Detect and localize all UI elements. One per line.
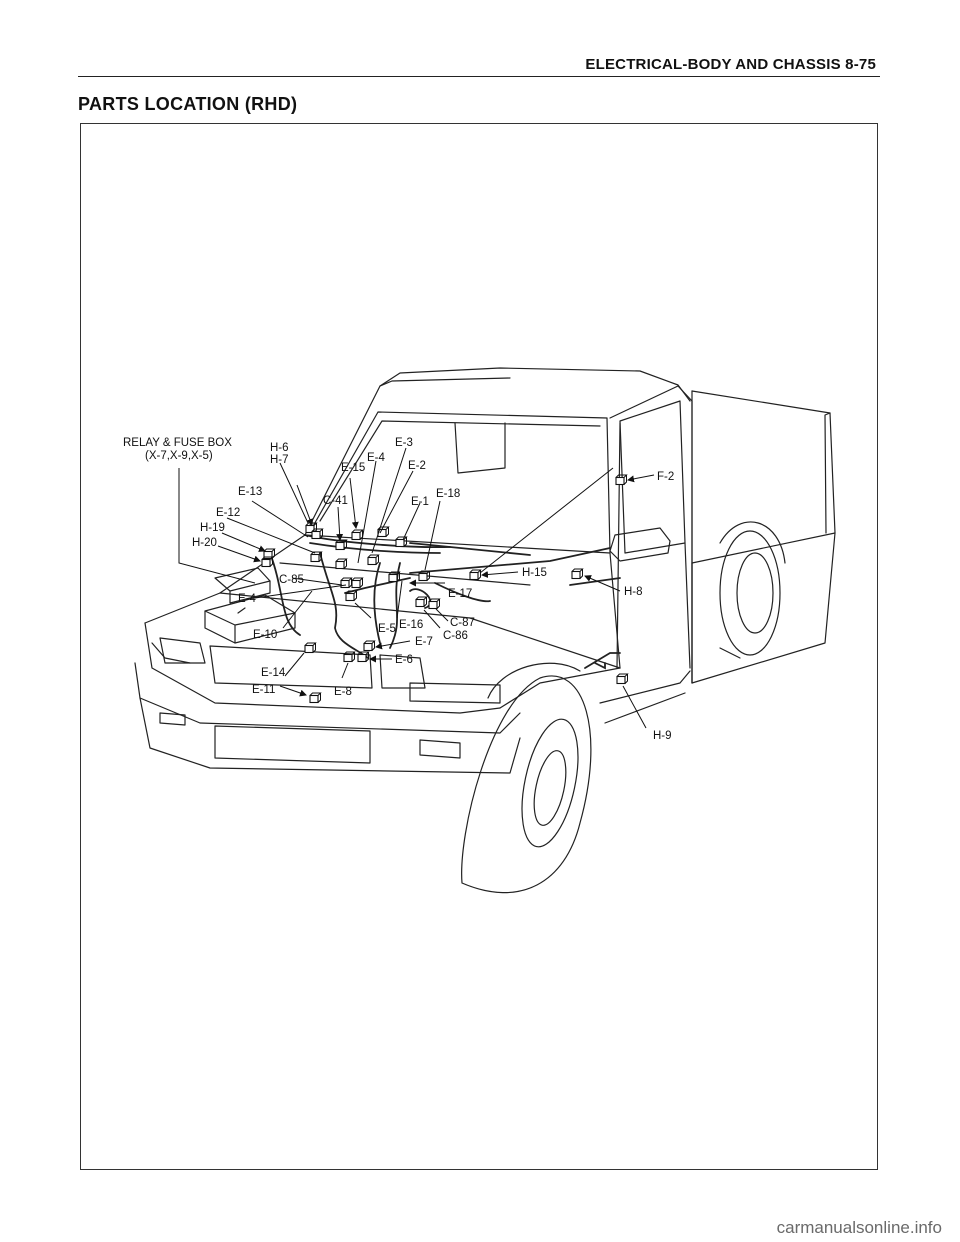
- label-c41: C-41: [323, 495, 348, 507]
- label-e6: E-6: [395, 654, 413, 666]
- label-e18: E-18: [436, 488, 460, 500]
- parts-location-diagram: RELAY & FUSE BOX (X-7,X-9,X-5) H-6 H-7 E…: [80, 123, 878, 1170]
- label-e4b: E-4: [238, 593, 257, 605]
- connector-icon-e14: [304, 642, 317, 654]
- label-c87: C-87: [450, 617, 475, 629]
- wiring-harness: [269, 534, 621, 670]
- label-c85: C-85: [279, 574, 304, 586]
- page-title: PARTS LOCATION (RHD): [78, 94, 298, 114]
- label-e10: E-10: [253, 629, 277, 641]
- connector-icon-e11: [309, 692, 322, 704]
- label-e7: E-7: [415, 636, 433, 648]
- connector-icon-e13: [310, 551, 323, 563]
- connector-icon-e4b: [345, 590, 358, 602]
- truck-illustration: RELAY & FUSE BOX (X-7,X-9,X-5) H-6 H-7 E…: [123, 367, 836, 894]
- watermark: carmanualsonline.info: [776, 1218, 942, 1237]
- label-e3: E-3: [395, 437, 413, 449]
- label-h15: H-15: [522, 567, 547, 579]
- connector-icon-c87: [415, 596, 428, 608]
- label-e17: E-17: [448, 588, 472, 600]
- label-e1: E-1: [411, 496, 429, 508]
- label-e2: E-2: [408, 460, 426, 472]
- label-relay-fuse-box: RELAY & FUSE BOX: [123, 437, 232, 449]
- label-e5: E-5: [378, 623, 396, 635]
- label-e8: E-8: [334, 686, 352, 698]
- page-header: ELECTRICAL-BODY AND CHASSIS 8-75: [78, 56, 880, 77]
- label-e12: E-12: [216, 507, 240, 519]
- label-h6: H-6: [270, 442, 289, 454]
- connector-icon-h7: [311, 528, 324, 540]
- label-e11: E-11: [252, 684, 275, 696]
- truck-body: [134, 367, 836, 894]
- label-e13: E-13: [238, 486, 262, 498]
- connector-icon-e7: [363, 640, 376, 652]
- label-e15: E-15: [341, 462, 365, 474]
- callout-labels: RELAY & FUSE BOX (X-7,X-9,X-5) H-6 H-7 E…: [123, 437, 674, 742]
- connector-icon-h8: [571, 568, 584, 580]
- connector-icon-h15: [469, 569, 482, 581]
- connector-icon-f2: [615, 474, 628, 486]
- connector-icon-e2: [395, 536, 408, 548]
- leader-lines: [178, 447, 655, 729]
- connector-icon-c85: [340, 577, 353, 589]
- connector-icon-c86: [428, 598, 441, 610]
- connector-icon-c85b: [351, 577, 364, 589]
- header-rule: [78, 76, 880, 77]
- label-h19: H-19: [200, 522, 225, 534]
- connector-icon-e15: [351, 529, 364, 541]
- label-f2: F-2: [657, 471, 674, 483]
- label-e4: E-4: [367, 452, 386, 464]
- label-h7: H-7: [270, 454, 289, 466]
- label-c86: C-86: [443, 630, 468, 642]
- label-e14: E-14: [261, 667, 286, 679]
- diagram-frame: [80, 123, 878, 1170]
- connector-icon-e18: [367, 554, 380, 566]
- label-h20: H-20: [192, 537, 217, 549]
- connector-icon-e1: [335, 558, 348, 570]
- label-e16: E-16: [399, 619, 423, 631]
- label-h8: H-8: [624, 586, 643, 598]
- label-relay-codes: (X-7,X-9,X-5): [145, 450, 213, 462]
- connector-icon-h9: [616, 673, 629, 685]
- label-h9: H-9: [653, 730, 672, 742]
- header-title: ELECTRICAL-BODY AND CHASSIS 8-75: [585, 56, 876, 73]
